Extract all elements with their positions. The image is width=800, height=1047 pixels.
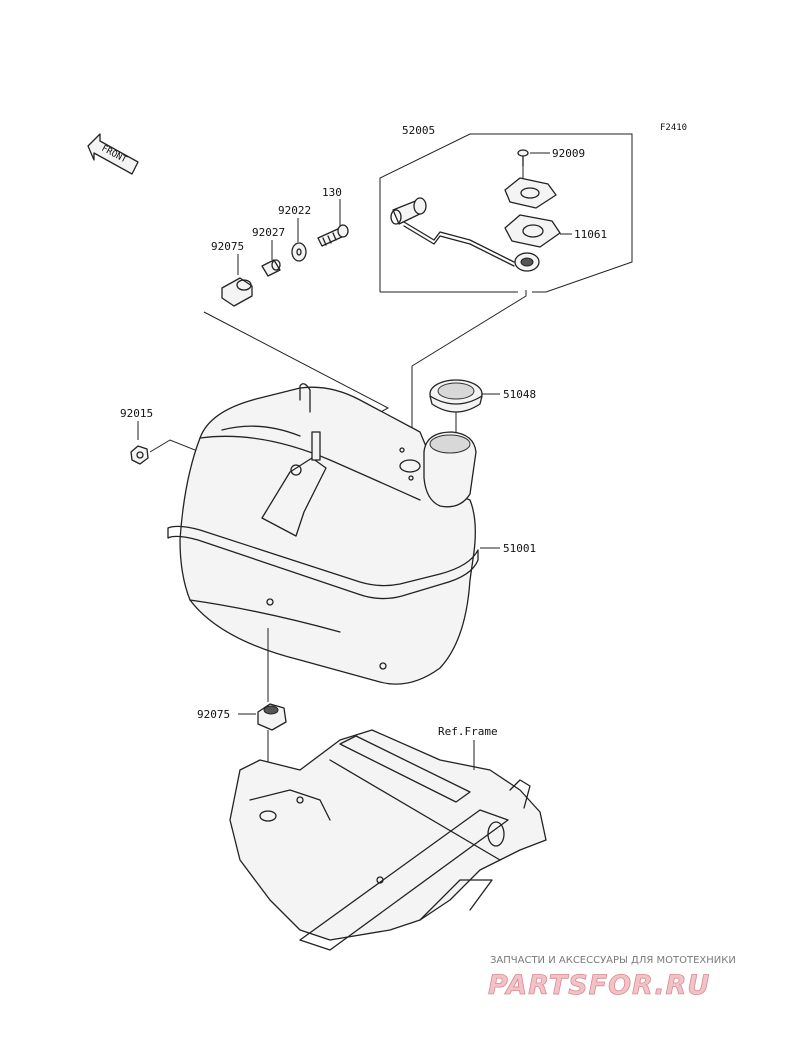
mount-hardware: 130 92022 92027 92075 (211, 186, 349, 307)
fuel-cap-51048 (429, 379, 483, 413)
figure-code: F2410 (660, 123, 687, 133)
damper-92075-top (221, 277, 253, 307)
collar-92027 (261, 259, 281, 277)
ref-frame-label: Ref.Frame (438, 725, 498, 738)
screw-92009 (517, 149, 529, 167)
part-label-92075-top: 92075 (211, 240, 244, 253)
part-label-92015: 92015 (120, 407, 153, 420)
watermark-brand: PARTSFOR.RU (488, 970, 710, 1001)
bolt-130 (317, 224, 349, 247)
part-label-51048: 51048 (503, 388, 536, 401)
sender-assembly-group: 52005 92009 11061 (379, 124, 633, 293)
part-label-92022: 92022 (278, 204, 311, 217)
part-label-11061: 11061 (574, 228, 607, 241)
part-label-52005: 52005 (402, 124, 435, 137)
frame-reference (229, 729, 547, 951)
part-label-92075-bottom: 92075 (197, 708, 230, 721)
part-label-92027: 92027 (252, 226, 285, 239)
fuel-sender-unit (390, 197, 540, 272)
front-arrow-icon: FRONT (87, 133, 139, 175)
watermark-logo: ЗАПЧАСТИ И АКСЕССУАРЫ ДЛЯ МОТОТЕХНИКИ PA… (488, 955, 736, 1001)
cover-plate (504, 177, 557, 209)
watermark-tagline: ЗАПЧАСТИ И АКСЕССУАРЫ ДЛЯ МОТОТЕХНИКИ (490, 955, 736, 966)
fuel-tank-51001 (167, 383, 479, 685)
nut-92015 (130, 445, 149, 465)
part-label-130: 130 (322, 186, 342, 199)
part-label-92009: 92009 (552, 147, 585, 160)
part-label-51001: 51001 (503, 542, 536, 555)
damper-92075-bottom (257, 703, 287, 731)
gasket-11061 (504, 214, 561, 248)
washer-92022 (291, 242, 307, 262)
